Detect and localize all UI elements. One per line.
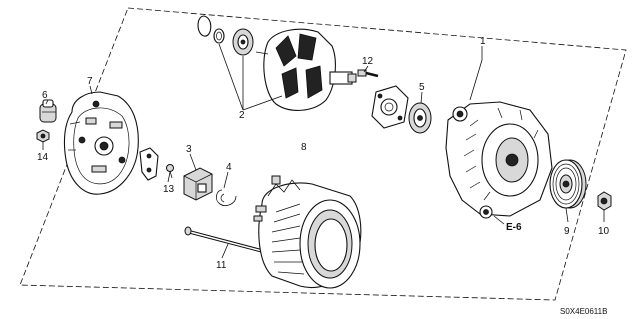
callout-6: 6 <box>42 90 48 101</box>
part-4-clip-ring <box>216 189 237 206</box>
callout-9: 9 <box>564 226 570 237</box>
callout-8: 8 <box>301 142 307 153</box>
callout-11: 11 <box>216 260 227 271</box>
callout-13: 13 <box>163 184 175 195</box>
part-2-bearing-set <box>197 15 254 56</box>
callout-3: 3 <box>186 144 192 155</box>
stator-assembly <box>253 175 362 289</box>
callout-7: 7 <box>87 76 93 87</box>
part-11-through-bolt <box>184 226 267 254</box>
part-5-front-bearing <box>408 102 432 134</box>
callout-5: 5 <box>419 82 425 93</box>
part-8-brush-holder <box>139 147 159 181</box>
part-9-pulley <box>549 159 587 209</box>
part-6-terminal-cap <box>39 99 57 123</box>
callout-12: 12 <box>362 56 374 67</box>
callout-4: 4 <box>226 162 232 173</box>
rotor-assembly <box>255 28 357 111</box>
part-3-regulator <box>183 167 213 201</box>
callout-2: 2 <box>239 110 245 121</box>
reference-tag-e6: E-6 <box>506 222 522 233</box>
part-14-nut <box>36 129 50 143</box>
callout-10: 10 <box>598 226 610 237</box>
part-13-screw <box>166 164 174 179</box>
callout-14: 14 <box>37 152 49 163</box>
part-10-pulley-nut <box>597 191 612 211</box>
part-1-front-housing <box>445 101 553 219</box>
part-7-rear-cover <box>63 91 139 195</box>
part-12-bolt <box>357 69 379 78</box>
assembly-boundary <box>19 7 627 301</box>
leader-lines <box>42 43 605 259</box>
bearing-retainer-plate <box>371 85 409 129</box>
callout-1: 1 <box>480 36 486 47</box>
diagram-code: S0X4E0611B <box>560 307 607 316</box>
